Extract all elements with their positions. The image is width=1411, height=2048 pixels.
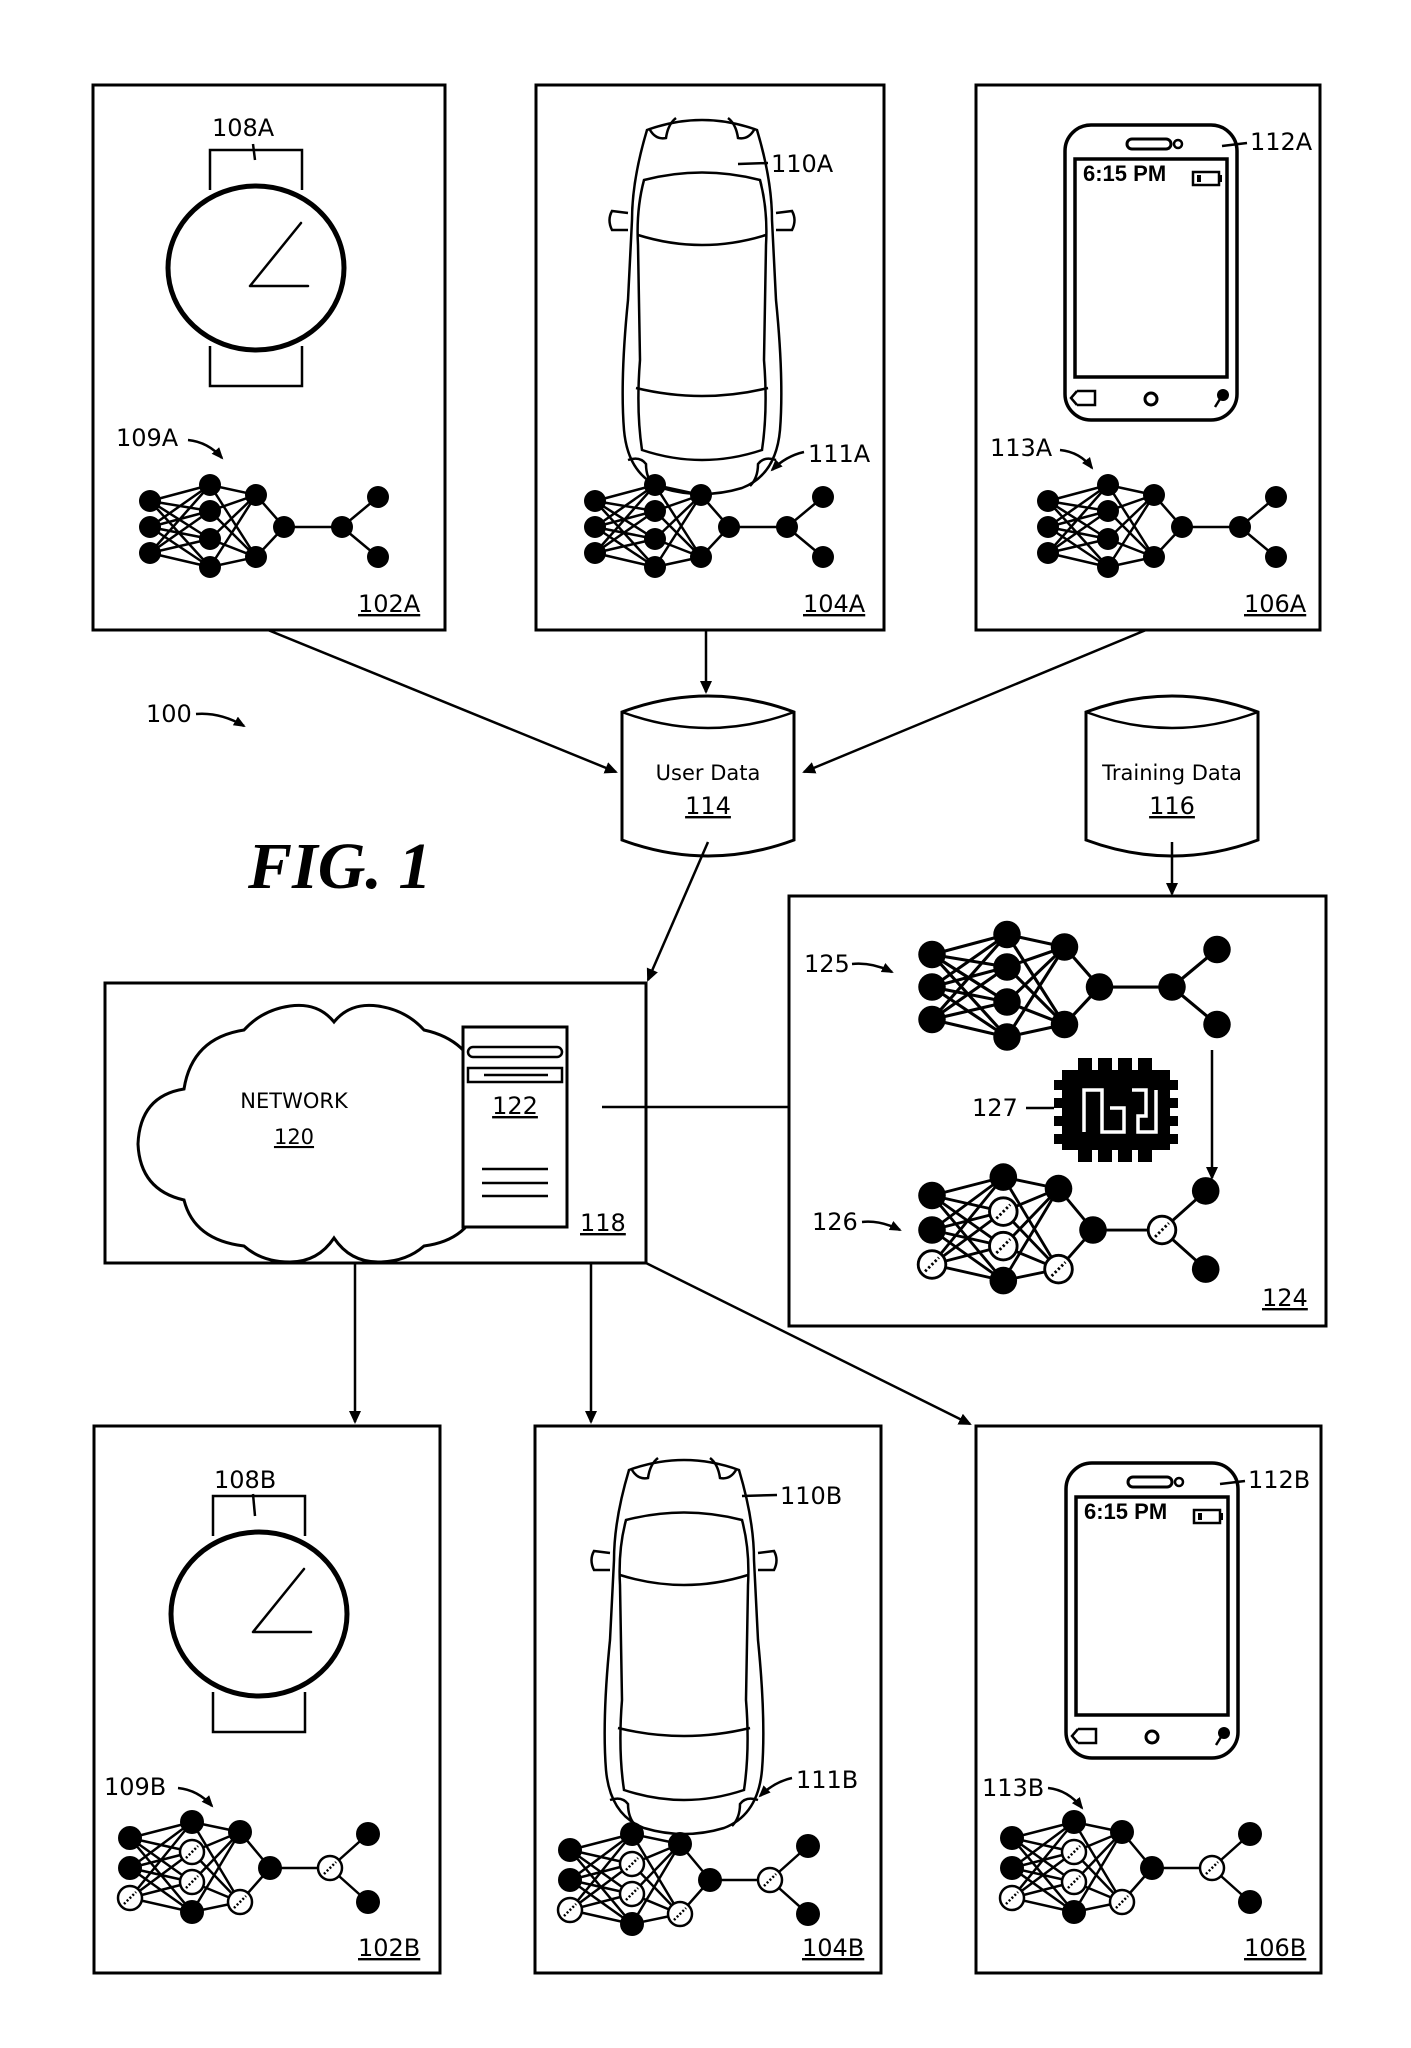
pruned-model-ref: 126: [812, 1208, 858, 1236]
device-box-102b: 108B 109B 102B: [92, 1424, 442, 1975]
box-ref-label: 106B: [1244, 1934, 1306, 1962]
box-ref-label: 104B: [802, 1934, 864, 1962]
device-ref-label: 108B: [214, 1466, 276, 1494]
device-box-104b: 110B 111B 104B: [533, 1424, 883, 1975]
server-system-ref: 118: [580, 1209, 626, 1237]
model-ref-label: 109B: [104, 1773, 166, 1801]
user-data-label: User Data: [656, 761, 761, 785]
device-box-106b: 6:15 PM 112B 113B 106B: [974, 1424, 1323, 1975]
device-ref-label: 110B: [780, 1482, 842, 1510]
device-ref-label: 112B: [1248, 1466, 1310, 1494]
training-data-store: Training Data 116: [1084, 694, 1260, 858]
device-box-102a: 108A 109A 102A: [91, 83, 447, 632]
device-box-106a: 6:15 PM 112A 113A 106A: [974, 83, 1322, 632]
user-data-store: User Data 114: [620, 694, 796, 858]
server-icon: [461, 1025, 569, 1229]
figure-title: FIG. 1: [247, 830, 431, 903]
model-ref-label: 113A: [990, 434, 1053, 462]
processor-ref: 127: [972, 1094, 1018, 1122]
user-data-ref: 114: [685, 792, 731, 820]
arrow-102a-to-user-data: [267, 628, 618, 774]
box-ref-label: 106A: [1244, 590, 1307, 618]
network-label: NETWORK: [240, 1089, 349, 1113]
model-ref-label: 109A: [116, 424, 179, 452]
device-ref-label: 112A: [1250, 128, 1313, 156]
training-data-ref: 116: [1149, 792, 1195, 820]
training-system-box: 125 127 126 124: [787, 894, 1328, 1328]
training-system-ref: 124: [1262, 1284, 1308, 1312]
device-box-104a: 110A 111A 104A: [534, 83, 886, 632]
network-ref: 120: [274, 1125, 314, 1149]
phone-time-text: 6:15 PM: [1083, 161, 1166, 186]
full-model-ref: 125: [804, 950, 850, 978]
training-data-label: Training Data: [1101, 761, 1242, 785]
model-ref-label: 113B: [982, 1774, 1044, 1802]
system-ref-label: 100: [146, 700, 192, 728]
server-system-box: NETWORK 120 122 118: [103, 981, 648, 1265]
model-ref-label: 111A: [808, 440, 871, 468]
device-ref-label: 108A: [212, 114, 275, 142]
device-ref-label: 110A: [771, 150, 834, 178]
arrow-106a-to-user-data: [802, 628, 1147, 774]
phone-time-text: 6:15 PM: [1084, 1499, 1167, 1524]
processor-chip-icon: [1054, 1058, 1178, 1162]
model-ref-label: 111B: [796, 1766, 858, 1794]
box-ref-label: 102A: [358, 590, 421, 618]
arrow-server-to-106b: [645, 1261, 972, 1426]
box-ref-label: 102B: [358, 1934, 420, 1962]
server-ref: 122: [492, 1092, 538, 1120]
arrow-user-data-to-server: [646, 841, 710, 982]
box-ref-label: 104A: [803, 590, 866, 618]
